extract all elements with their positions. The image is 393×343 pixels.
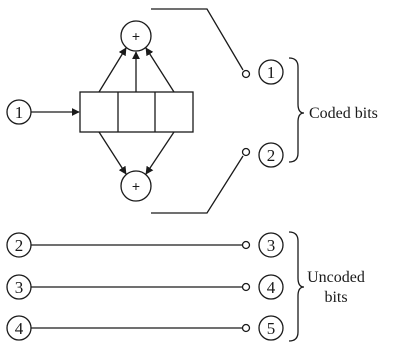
top-adder-circle [120, 20, 152, 52]
uncoded-output-circle [258, 232, 284, 258]
tap-arrow-down [145, 131, 175, 175]
bottom-adder-symbol: + [132, 178, 140, 194]
tap-arrow-up [145, 47, 175, 93]
coded-output-2-label: 2 [267, 146, 276, 165]
uncoded-output-circle [258, 315, 284, 341]
shift-register [79, 91, 194, 133]
tap-arrow-up [98, 47, 127, 93]
uncoded-input-label: 2 [15, 236, 24, 255]
uncoded-row: 4 5 [6, 315, 284, 341]
top-adder-symbol: + [132, 28, 140, 44]
shift-register-body [79, 91, 194, 133]
top-adder-output-line [151, 8, 244, 71]
uncoded-row: 3 4 [6, 274, 284, 300]
uncoded-input-label: 3 [15, 278, 24, 297]
uncoded-input-label: 4 [15, 319, 24, 338]
uncoded-bits-label-line2: bits [324, 289, 347, 306]
uncoded-terminal [241, 240, 251, 250]
uncoded-output-label: 4 [267, 278, 276, 297]
tap-arrow-down [98, 131, 127, 175]
uncoded-row: 2 3 [6, 232, 284, 258]
uncoded-output-label: 3 [267, 236, 276, 255]
uncoded-terminal [241, 282, 251, 292]
coded-output-2: 2 [258, 142, 284, 168]
uncoded-output-label: 5 [267, 319, 276, 338]
bottom-adder: + [120, 170, 152, 202]
uncoded-bits-label-line1: Uncoded [307, 269, 365, 286]
uncoded-output-circle [258, 274, 284, 300]
bottom-adder-circle [120, 170, 152, 202]
coded-output-1: 1 [258, 59, 284, 85]
coded-output-2-circle [258, 142, 284, 168]
coded-bits-label: Coded bits [309, 105, 378, 122]
input-node: 1 [6, 99, 80, 125]
top-adder: + [120, 20, 152, 52]
coded-output-1-circle [258, 59, 284, 85]
uncoded-terminal [241, 323, 251, 333]
input-label: 1 [15, 103, 24, 122]
bottom-adder-output-line [151, 155, 244, 214]
top-output-terminal [241, 69, 251, 79]
uncoded-bits-brace [288, 231, 305, 342]
coded-output-1-label: 1 [267, 63, 276, 82]
coded-bits-brace [288, 57, 305, 163]
bottom-output-terminal [241, 147, 251, 157]
